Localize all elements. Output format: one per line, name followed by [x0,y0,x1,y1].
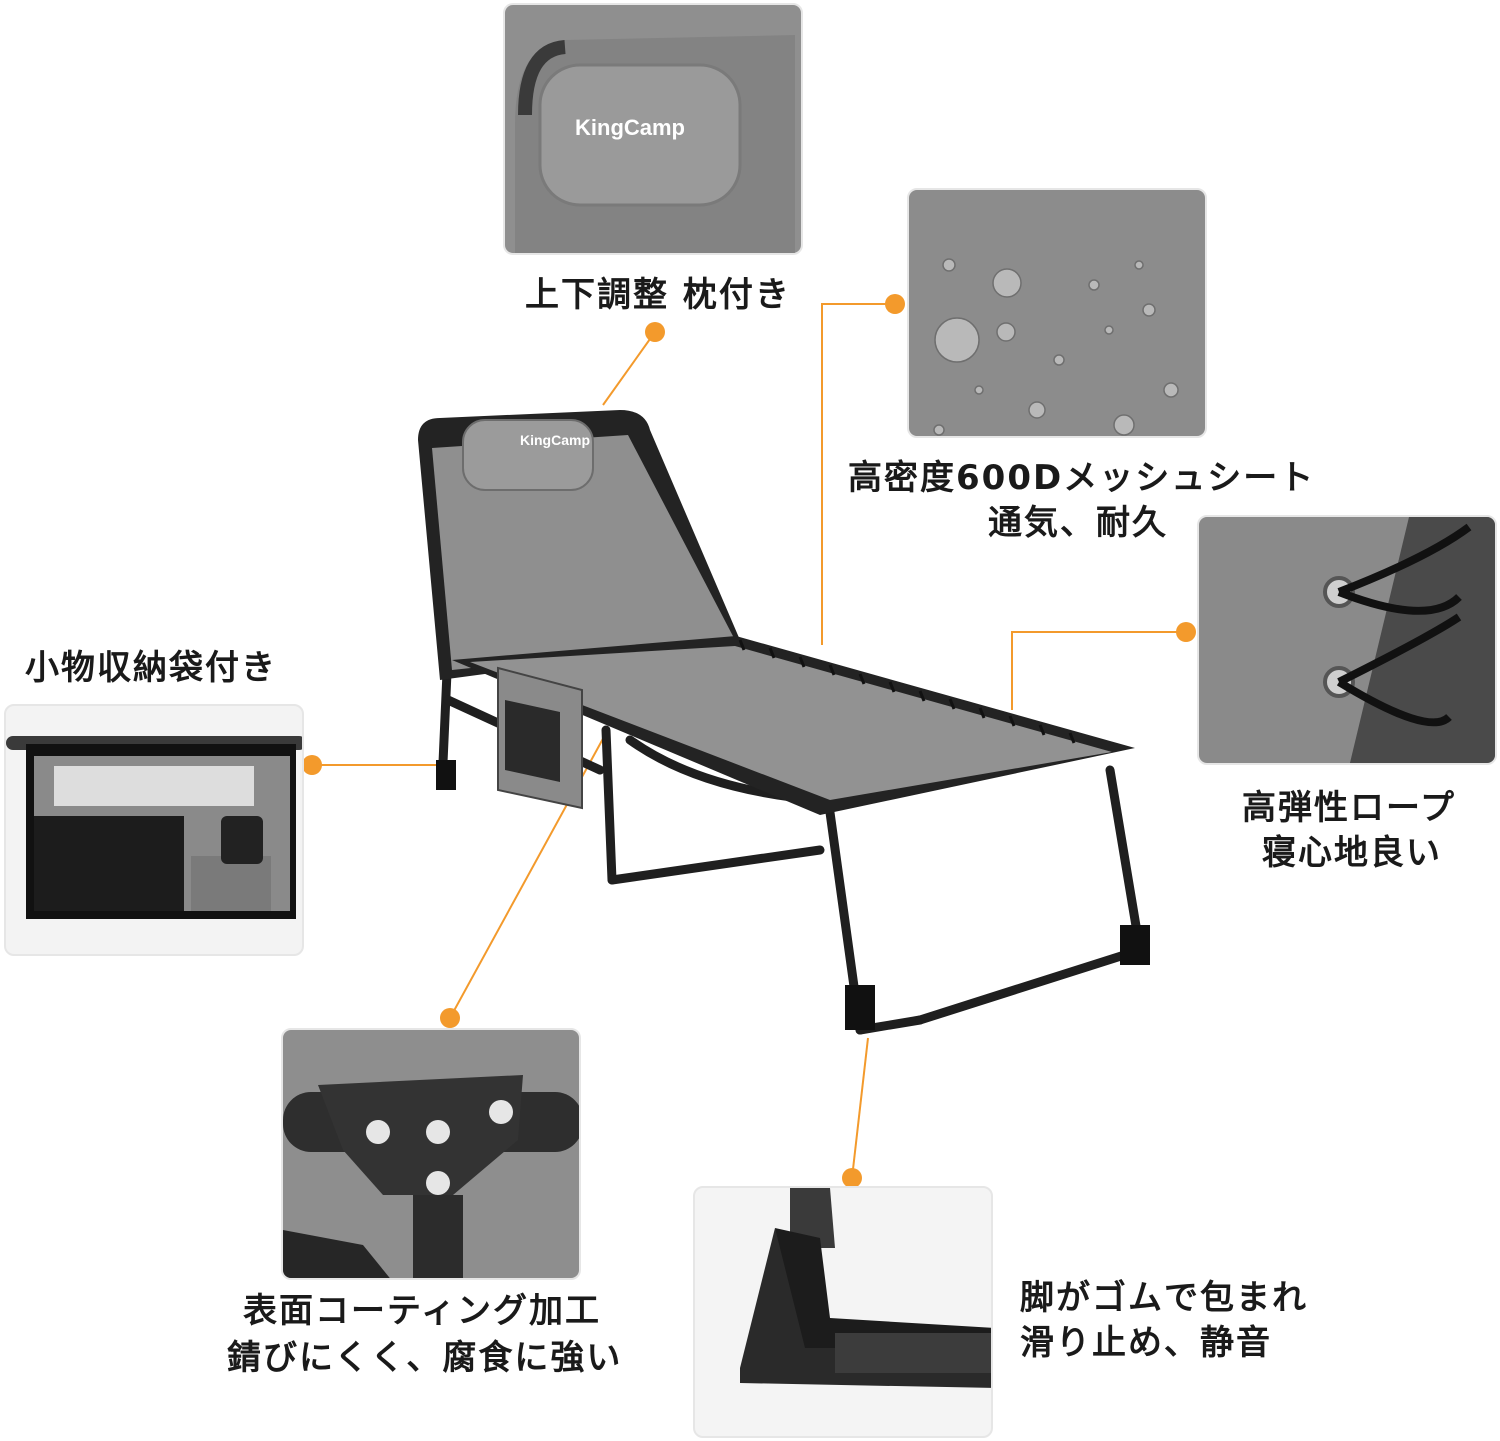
coating-caption-line2: 錆びにくく、腐食に強い [227,1338,623,1378]
water-droplets [933,258,1179,436]
lounger-logo: KingCamp [520,432,590,448]
pillow-caption: 上下調整 枕付き [525,275,791,315]
pouch-callout-dot [302,755,322,775]
rope-caption-line1: 高弾性ロープ [1242,788,1456,828]
pouch-caption: 小物収納袋付き [25,648,277,688]
rope-callout-dot [1176,622,1196,642]
mesh-callout-dot [885,294,905,314]
rope-caption-line2: 寝心地良い [1262,833,1442,873]
pouch-detail-image [4,704,304,956]
pillow-detail-drawing [515,35,795,253]
pillow-logo: KingCamp [575,115,685,140]
pillow-callout-dot [645,322,665,342]
coating-callout-dot [440,1008,460,1028]
coating-detail-image [281,1028,581,1280]
mesh-detail-image [907,188,1207,438]
mesh-caption-line1: 高密度600Dメッシュシート [848,458,1316,498]
rope-detail-drawing [1323,517,1495,763]
coating-detail-drawing [283,1075,579,1278]
pouch-detail-drawing [6,736,302,919]
feet-caption-line1: 脚がゴムで包まれ [1020,1278,1308,1318]
feet-caption-line2: 滑り止め、静音 [1020,1323,1272,1363]
feet-callout-dot [842,1168,862,1188]
pillow-detail-image: KingCamp [503,3,803,255]
feet-detail-drawing [740,1188,991,1388]
feet-detail-image [693,1186,993,1438]
coating-caption-line1: 表面コーティング加工 [243,1291,601,1331]
mesh-caption-line2: 通気、耐久 [988,503,1168,543]
rope-detail-image [1197,515,1497,765]
